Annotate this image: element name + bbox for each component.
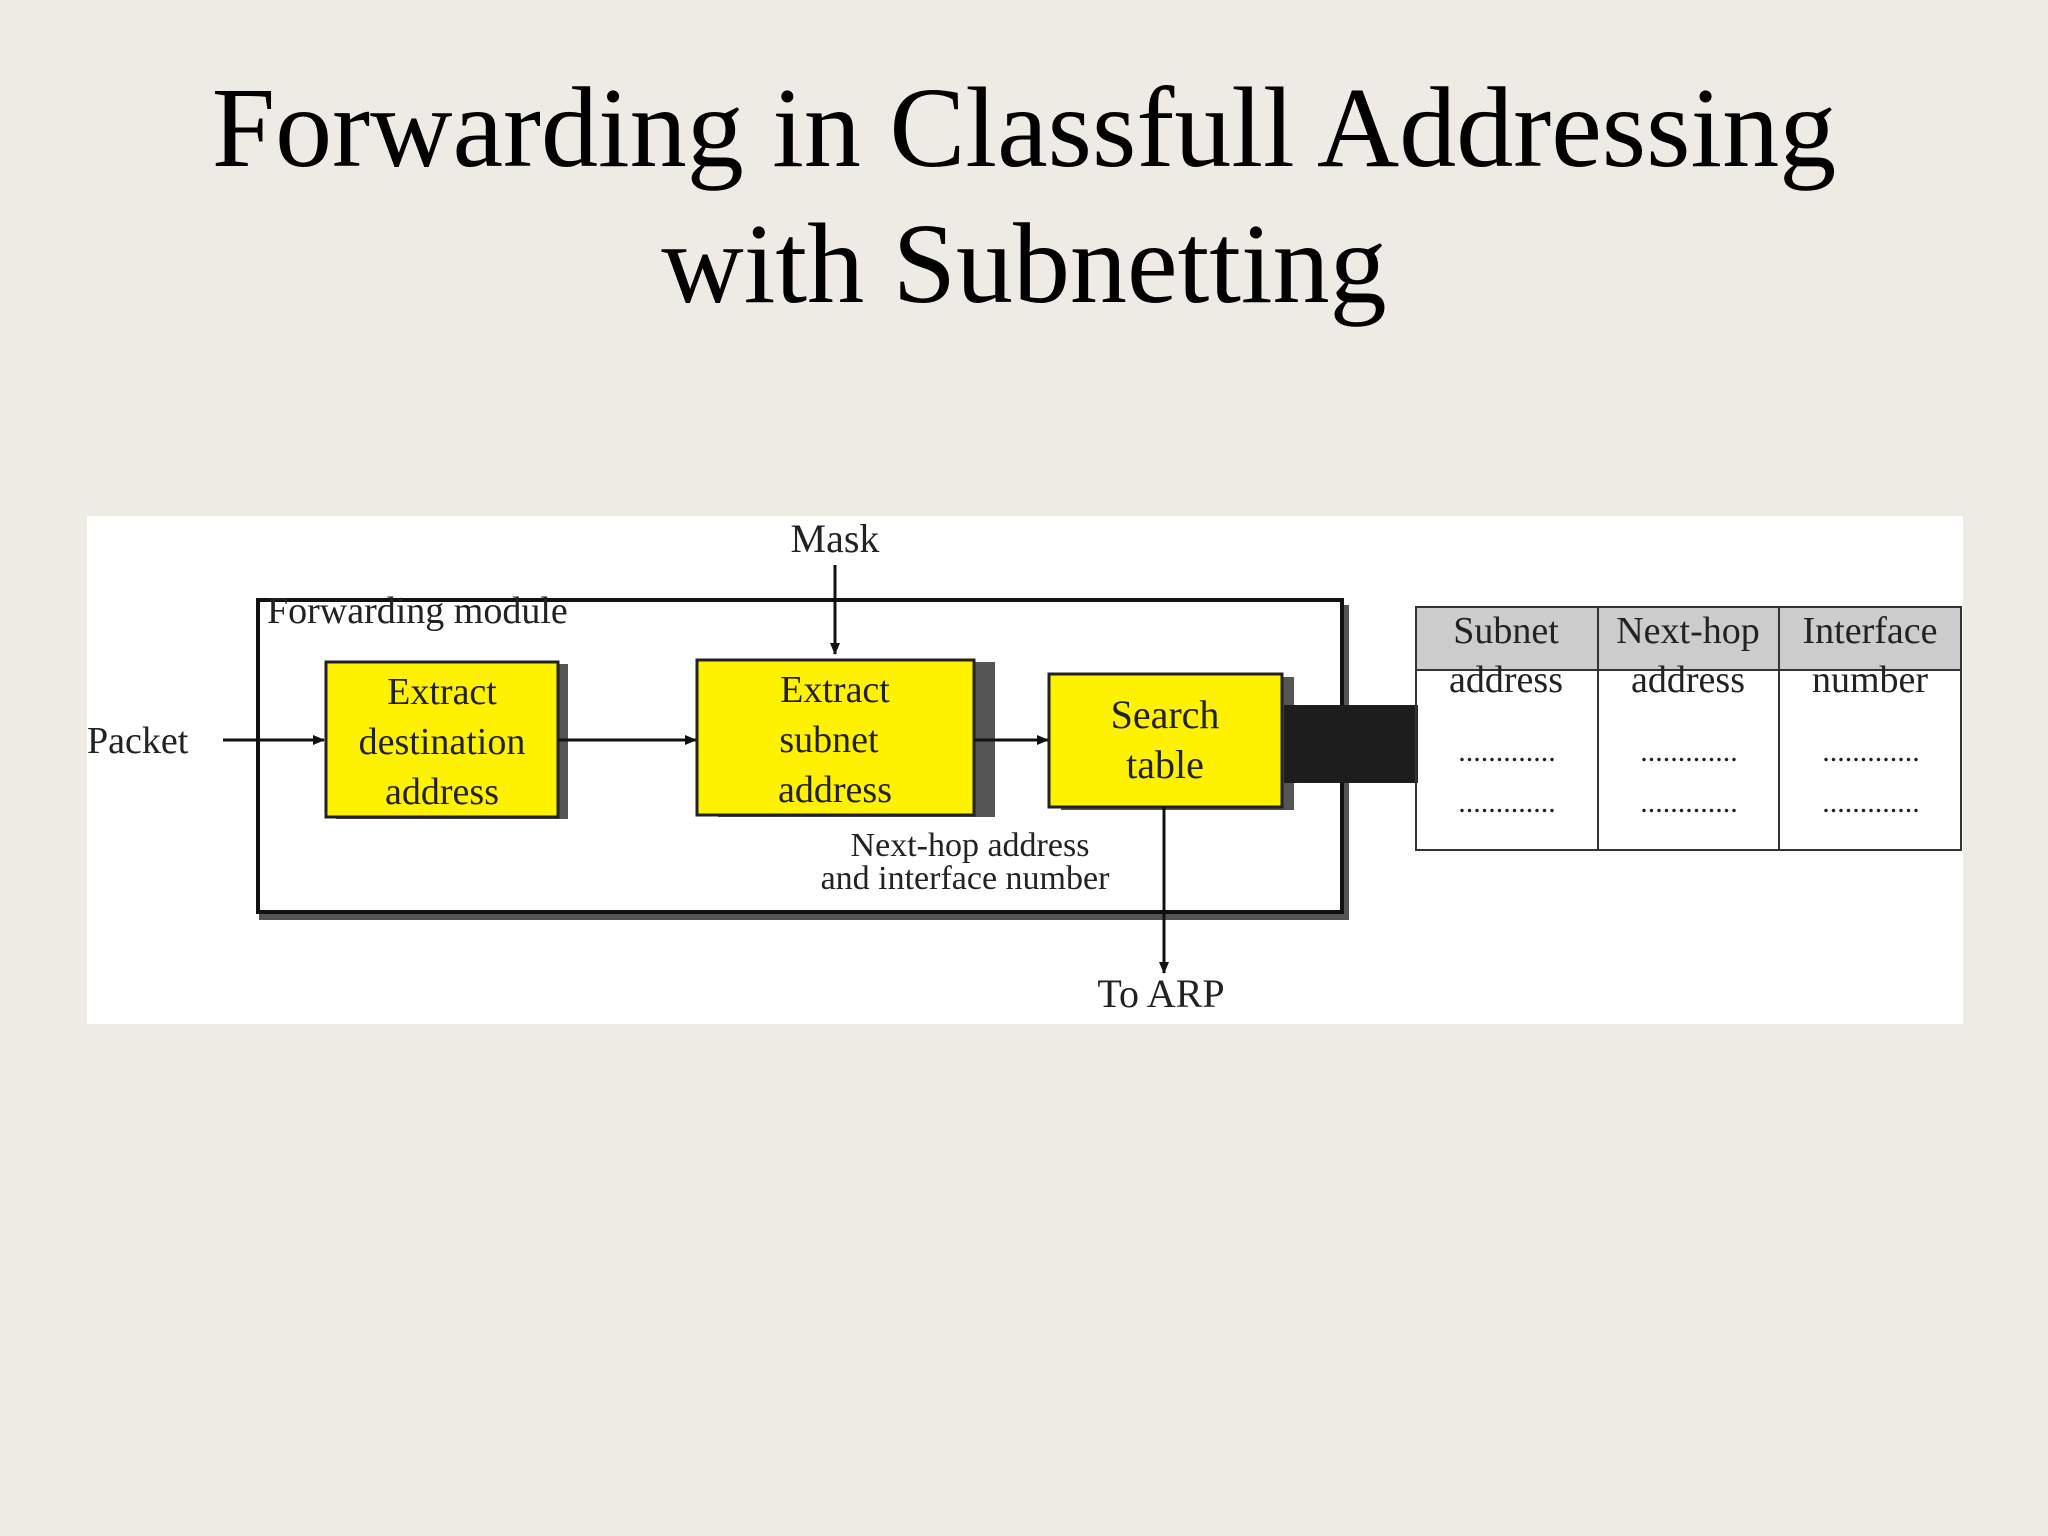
table-cell: ............. [1822,786,1920,819]
table-border [1415,606,1962,851]
packet-label: Packet [87,720,189,762]
box2-line-1: Extract [780,669,890,711]
table-cell: ............. [1640,786,1738,819]
routing-table: Subnet address Next-hop address Interfac… [1415,606,1962,851]
diagram-canvas: Forwarding module Mask Packet Extract de… [87,516,1962,1016]
box1-line-1: Extract [387,671,497,713]
box3-line-1: Search [1111,692,1220,737]
table-connector-bar [1284,705,1418,783]
header-nexthop-line-2: address [1631,659,1745,701]
search-table-box [1047,672,1284,809]
box2-line-3: address [778,769,892,811]
forwarding-diagram: Forwarding module Mask Packet Extract de… [87,516,1963,1024]
table-cell: ............. [1640,735,1738,768]
box2-line-2: subnet [779,719,879,761]
table-cell: ............. [1822,735,1920,768]
output-note-line-1: Next-hop address [851,827,1090,864]
header-interface-line-1: Interface [1803,610,1938,652]
header-subnet-line-2: address [1449,659,1563,701]
title-line-2: with Subnetting [661,200,1387,327]
slide-title: Forwarding in Classfull Addressing with … [0,60,2048,332]
output-note-line-2: and interface number [821,860,1111,897]
header-interface-line-2: number [1812,659,1928,701]
forwarding-module-label: Forwarding module [267,590,568,632]
title-line-1: Forwarding in Classfull Addressing [211,64,1837,191]
mask-label: Mask [791,516,880,561]
header-subnet-line-1: Subnet [1453,610,1559,652]
box1-line-3: address [385,771,499,813]
header-nexthop-line-1: Next-hop [1616,610,1760,652]
table-cell: ............. [1458,786,1556,819]
extract-destination-box [324,660,560,819]
extract-subnet-box [695,658,976,817]
box1-line-2: destination [359,721,526,763]
table-cell: ............. [1458,735,1556,768]
to-arp-label: To ARP [1097,971,1224,1016]
box3-line-2: table [1126,742,1204,787]
table-header-bg [1416,607,1961,670]
